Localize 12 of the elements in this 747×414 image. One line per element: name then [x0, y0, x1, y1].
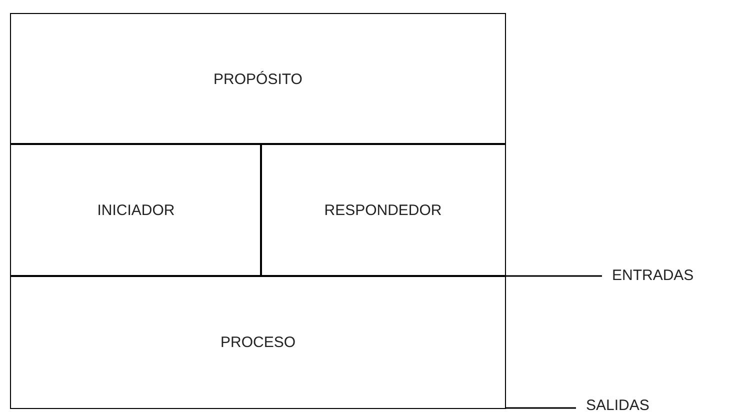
- box-label: PROPÓSITO: [214, 70, 302, 88]
- responder-box: [260, 143, 506, 277]
- box-label: PROCESO: [220, 334, 296, 350]
- text-label: ENTRADAS: [612, 266, 694, 284]
- initiator-box: [10, 143, 262, 277]
- text-label: SALIDAS: [586, 396, 650, 414]
- purpose-box: [10, 13, 506, 145]
- box-label: INICIADOR: [97, 202, 175, 218]
- connector-line: [506, 275, 602, 277]
- box-label: RESPONDEDOR: [324, 202, 442, 218]
- connector-line: [506, 407, 576, 409]
- process-box: [10, 275, 506, 409]
